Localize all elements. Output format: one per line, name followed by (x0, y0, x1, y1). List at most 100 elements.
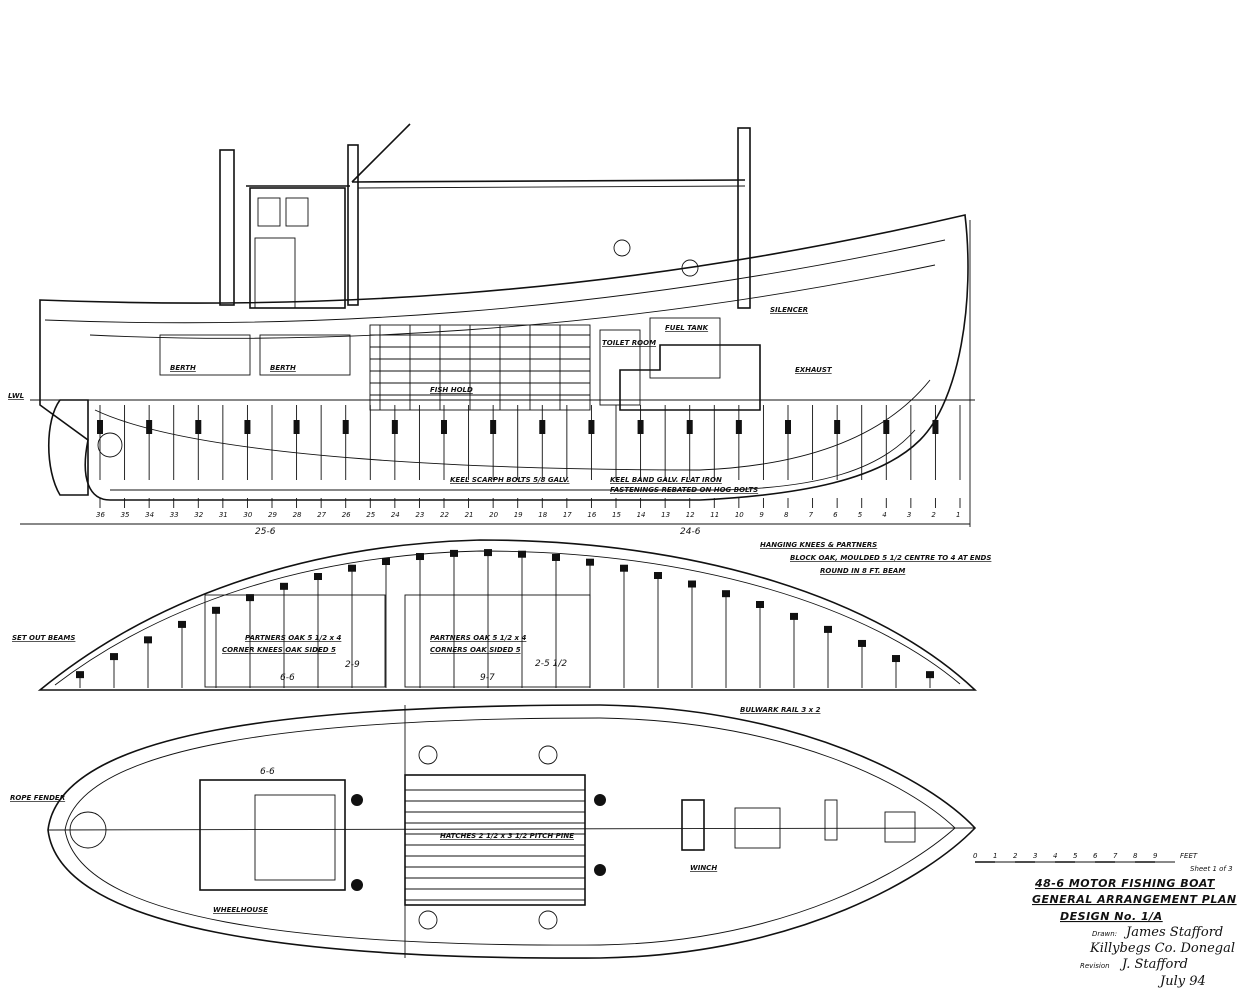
bollard (594, 794, 606, 806)
foremast (737, 127, 751, 309)
station-number: 36 (96, 511, 105, 519)
drawing-title: 48-6 MOTOR FISHING BOAT (1034, 877, 1216, 890)
beam-knee (76, 671, 84, 679)
beam-knee (722, 590, 730, 598)
floor-timber (195, 420, 202, 434)
boom (351, 179, 746, 183)
deck-light (418, 910, 438, 930)
floor-timber (441, 420, 447, 434)
floor-timber (391, 420, 398, 434)
label-exhaust: EXHAUST (795, 366, 833, 374)
station-number: 20 (489, 511, 498, 519)
label-keel-note2: KEEL BAND GALV. FLAT IRON (610, 476, 722, 484)
station-number: 21 (465, 511, 474, 519)
dim-fwd: 24-6 (680, 527, 701, 537)
label-partners-fwd: PARTNERS OAK 5 1/2 x 4 (430, 634, 526, 642)
derrick (351, 123, 411, 183)
station-number: 2 (931, 511, 936, 519)
label-berth-aft: BERTH (170, 364, 196, 372)
beam-knee (824, 625, 832, 633)
keel-line (110, 429, 916, 491)
floor-timber (932, 420, 939, 434)
stem-fitting (884, 811, 916, 843)
station-number: 24 (391, 511, 400, 519)
beam-knee (620, 564, 628, 572)
beam-knee (926, 671, 934, 679)
sheet-number: Sheet 1 of 3 (1190, 865, 1233, 873)
partners-aft (204, 594, 386, 688)
bollard (351, 879, 363, 891)
scale-tick-label: 9 (1153, 852, 1158, 860)
label-wheelhouse: WHEELHOUSE (213, 906, 268, 914)
berth-aft (159, 334, 251, 376)
beam-note: BLOCK OAK, MOULDED 5 1/2 CENTRE TO 4 AT … (790, 554, 991, 562)
label-bulwark: BULWARK RAIL 3 x 2 (740, 706, 821, 714)
revision-label: Revision (1080, 962, 1110, 970)
mast-step (824, 799, 838, 841)
hold-battens (370, 325, 590, 410)
inner-hull-line (94, 379, 931, 471)
deck-line (89, 264, 936, 339)
station-number: 16 (587, 511, 596, 519)
label-toilet: TOILET ROOM (602, 339, 656, 347)
station-number: 8 (784, 511, 789, 519)
floor-timber (293, 420, 300, 434)
capstan (613, 239, 631, 257)
station-number: 28 (293, 511, 302, 519)
scale-tick-label: 7 (1113, 852, 1118, 860)
station-number: 17 (563, 511, 572, 519)
scale-tick-label: 6 (1093, 852, 1098, 860)
beam-knee (858, 639, 866, 647)
beam-knee (756, 600, 764, 608)
location: Killybegs Co. Donegal (1089, 941, 1235, 956)
label-silencer: SILENCER (770, 306, 808, 314)
deck-light (418, 745, 438, 765)
scale-label: FEET (1180, 852, 1198, 860)
centreline (47, 827, 976, 831)
revision-signature: J. Stafford (1119, 957, 1188, 972)
drawn-by: James Stafford (1123, 925, 1223, 940)
berth-fwd (259, 334, 351, 376)
label-berth-fwd: BERTH (270, 364, 296, 372)
floor-timber (146, 420, 153, 434)
dim-d: 2-5 1/2 (535, 659, 567, 669)
beam-plan-inner (54, 550, 961, 686)
dim-b: 9-7 (480, 673, 495, 683)
fuel-tank (649, 317, 721, 379)
beam-knee (144, 636, 152, 644)
door (254, 237, 296, 309)
beam-knee (178, 620, 186, 628)
fish-hold (369, 324, 591, 411)
station-number: 35 (121, 511, 130, 519)
deck-beams (76, 549, 934, 688)
dim-aft: 25-6 (255, 527, 276, 537)
floor-timber (97, 420, 103, 434)
winch-drum (681, 259, 699, 277)
station-number: 13 (661, 511, 670, 519)
floor-timber (244, 420, 251, 434)
design-number: DESIGN No. 1/A (1060, 910, 1163, 923)
dim-wheelhouse: 6-6 (260, 767, 275, 777)
drawing-date: July 94 (1157, 974, 1206, 989)
label-set-out: SET OUT BEAMS (12, 634, 75, 642)
mizzen-mast (219, 149, 235, 306)
station-number: 6 (833, 511, 838, 519)
wheelhouse-inner (254, 794, 336, 881)
label-fuel-tank: FUEL TANK (665, 324, 709, 332)
station-number: 18 (538, 511, 547, 519)
beam-knee (246, 594, 254, 602)
label-keel-note: KEEL SCARPH BOLTS 5/8 GALV. (450, 476, 570, 484)
station-number: 1 (956, 511, 960, 519)
station-number: 14 (637, 511, 646, 519)
stern-reel (69, 811, 107, 849)
rudder (48, 399, 89, 496)
station-number: 31 (219, 511, 228, 519)
beam-knee (586, 558, 594, 566)
station-number: 11 (710, 511, 719, 519)
beam-knee (382, 558, 390, 566)
beam-knee (654, 572, 662, 580)
deck-light (538, 745, 558, 765)
hull-profile-outline (39, 214, 969, 501)
